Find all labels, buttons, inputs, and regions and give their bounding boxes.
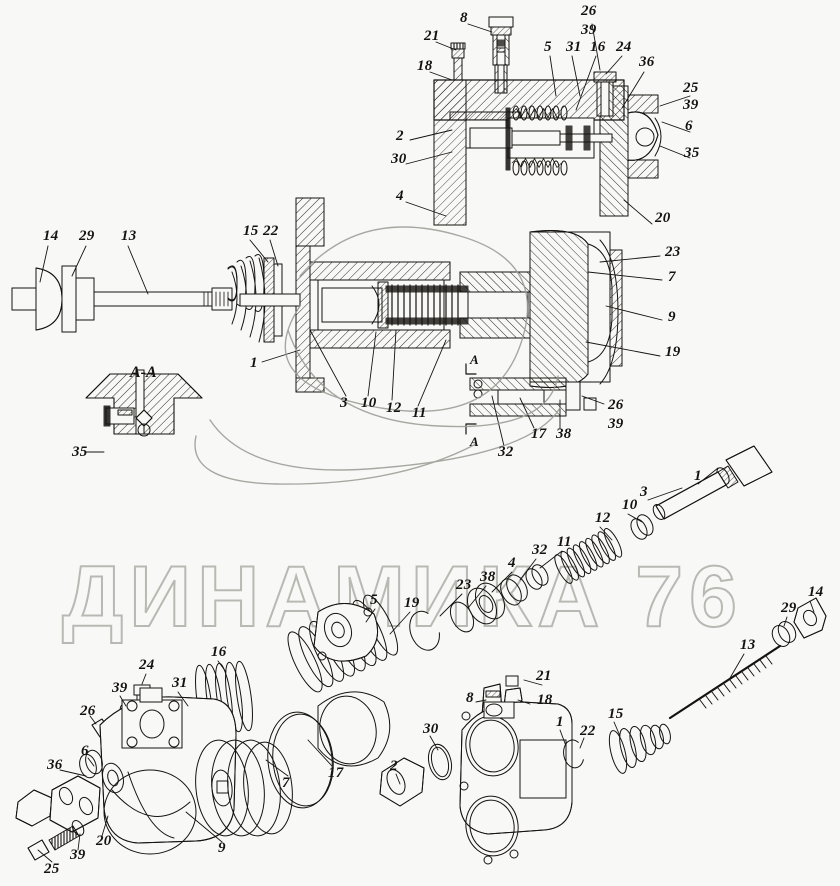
callout-30: 30 [391, 151, 407, 167]
callout-e29: 29 [781, 600, 797, 616]
callout-11: 11 [412, 405, 427, 421]
callout-24: 24 [616, 39, 632, 55]
callout-e7: 7 [282, 775, 290, 791]
part-8-top-valve [488, 16, 514, 94]
callout-3: 3 [340, 395, 348, 411]
exploded-piston-7 [195, 739, 293, 837]
callout-e2: 2 [390, 758, 398, 774]
callout-29: 29 [79, 228, 95, 244]
callout-e24: 24 [139, 657, 155, 673]
callout-e17: 17 [328, 765, 344, 781]
section-mark-bottom: A [470, 434, 479, 449]
callout-e15: 15 [608, 706, 624, 722]
callout-e39b: 39 [70, 847, 86, 863]
exploded-lower-left [15, 660, 391, 861]
watermark-text: ДИНАМИКА 76 [61, 548, 743, 646]
callout-e38: 38 [480, 569, 496, 585]
callout-9: 9 [668, 309, 676, 325]
callout-e3: 3 [640, 484, 648, 500]
callout-22: 22 [263, 223, 279, 239]
callout-e30: 30 [423, 721, 439, 737]
callout-6: 6 [685, 118, 693, 134]
callout-14: 14 [43, 228, 59, 244]
callout-36: 36 [639, 54, 655, 70]
callout-e25: 25 [44, 861, 60, 877]
exploded-lower-right [379, 675, 671, 865]
callout-16: 16 [590, 39, 606, 55]
callout-1: 1 [250, 355, 258, 371]
callout-18: 18 [417, 58, 433, 74]
callout-e8: 8 [466, 690, 474, 706]
callout-21: 21 [424, 28, 440, 44]
callout-32: 32 [498, 444, 514, 460]
callout-e31: 31 [172, 675, 188, 691]
pushrod-and-boot [11, 254, 301, 343]
callout-17: 17 [531, 426, 547, 442]
callout-e22: 22 [580, 723, 596, 739]
callout-39b: 39 [683, 97, 699, 113]
callout-4: 4 [396, 188, 404, 204]
part-21-bleed-screw [450, 42, 466, 81]
callout-e5: 5 [370, 592, 378, 608]
callout-e4: 4 [508, 555, 516, 571]
inner-spring-12 [385, 284, 469, 326]
callout-5: 5 [544, 39, 552, 55]
section-mark-top: A [470, 352, 479, 367]
callout-e23: 23 [456, 577, 472, 593]
callout-e12: 12 [595, 510, 611, 526]
callout-e6: 6 [81, 743, 89, 759]
callout-e18: 18 [537, 692, 553, 708]
callout-26: 26 [581, 3, 597, 19]
callout-e39a: 39 [112, 680, 128, 696]
boot-15 [227, 254, 266, 343]
exploded-bellows-16 [195, 660, 253, 736]
callout-e1: 1 [694, 468, 702, 484]
exploded-housing-9 [99, 687, 237, 855]
callout-e16: 16 [211, 644, 227, 660]
callout-31: 31 [566, 39, 582, 55]
part-24-fitting [593, 71, 617, 117]
callout-25: 25 [683, 80, 699, 96]
upper-housing-body [433, 79, 662, 226]
callout-e9: 9 [218, 840, 226, 856]
callout-39c: 39 [608, 416, 624, 432]
callout-e26: 26 [80, 703, 96, 719]
callout-e13: 13 [740, 637, 756, 653]
callout-23: 23 [665, 244, 681, 260]
callout-20: 20 [655, 210, 671, 226]
callout-39: 39 [581, 22, 597, 38]
thread-13 [203, 291, 229, 307]
callout-19: 19 [665, 344, 681, 360]
callout-13: 13 [121, 228, 137, 244]
callout-26b: 26 [608, 397, 624, 413]
thread-coil-13 [699, 655, 773, 709]
callout-e14: 14 [808, 584, 824, 600]
callout-12: 12 [386, 400, 402, 416]
callout-10: 10 [361, 395, 377, 411]
callout-38: 38 [556, 426, 572, 442]
callout-e10: 10 [622, 497, 638, 513]
callout-e11: 11 [557, 534, 572, 550]
callout-e1b: 1 [556, 714, 564, 730]
booster-body [295, 197, 623, 393]
spring-coil-row [512, 105, 568, 176]
callout-15: 15 [243, 223, 259, 239]
callout-8: 8 [460, 10, 468, 26]
exploded-boot-15 [608, 723, 671, 774]
callout-e36: 36 [47, 757, 63, 773]
callout-e21: 21 [536, 668, 552, 684]
section-title-a-a: A-A [130, 364, 157, 381]
leader-lines-top [39, 23, 691, 453]
callout-e19: 19 [404, 595, 420, 611]
callout-2: 2 [396, 128, 404, 144]
valve-spool-assembly [469, 105, 613, 176]
callout-35b: 35 [72, 444, 88, 460]
section-arrow-marks [465, 363, 477, 435]
callout-7: 7 [668, 269, 676, 285]
callout-35: 35 [684, 145, 700, 161]
lower-detail-17-38-32 [469, 377, 597, 417]
callout-e20: 20 [96, 833, 112, 849]
callout-e32: 32 [532, 542, 548, 558]
